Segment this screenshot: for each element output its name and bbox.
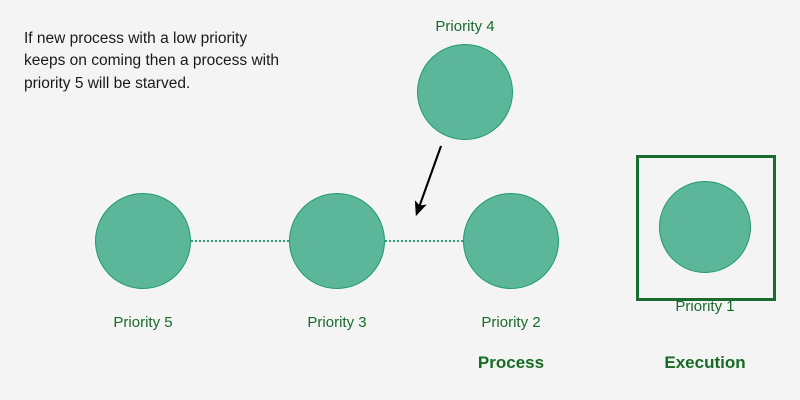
- node-priority-5[interactable]: [95, 193, 191, 289]
- arrow-priority4-to-queue: [414, 145, 442, 217]
- link-priority-3-to-priority-2: [385, 240, 463, 242]
- group-label-process: Process: [477, 353, 545, 372]
- link-priority-5-to-priority-3: [191, 240, 289, 242]
- group-label-execution: Execution: [664, 353, 746, 372]
- node-priority-4[interactable]: [417, 44, 513, 140]
- node-priority-1[interactable]: [659, 181, 751, 273]
- node-label-priority-4: Priority 4: [435, 18, 495, 35]
- node-label-priority-5: Priority 5: [113, 314, 173, 331]
- explanatory-note: If new process with a low priority keeps…: [24, 30, 280, 92]
- node-priority-2[interactable]: [463, 193, 559, 289]
- node-label-priority-3: Priority 3: [307, 314, 367, 331]
- execution-box: [636, 155, 776, 301]
- node-priority-3[interactable]: [289, 193, 385, 289]
- node-label-priority-1: Priority 1: [675, 298, 735, 315]
- node-label-priority-2: Priority 2: [481, 314, 541, 331]
